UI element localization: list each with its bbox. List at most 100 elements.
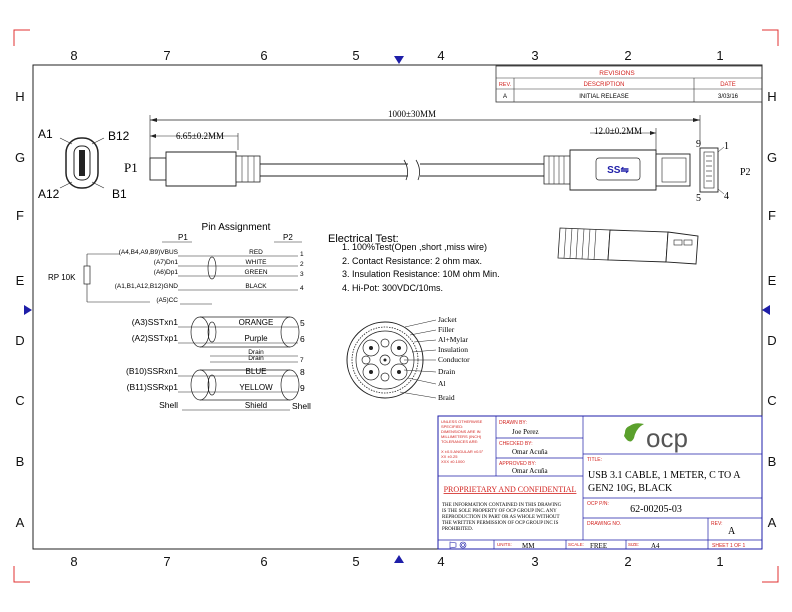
drawing-frame xyxy=(32,64,763,550)
p1-label: P1 xyxy=(124,160,138,175)
rp-label: RP 10K xyxy=(48,273,76,282)
row-marker-left: F xyxy=(16,208,24,223)
cross-section-label: Insulation xyxy=(438,345,468,354)
typec-pin-b12: B12 xyxy=(108,129,130,143)
rev-date: 3/03/16 xyxy=(718,94,739,100)
test-item-4: 4. Hi-Pot: 300VDC/10ms. xyxy=(342,283,443,293)
column-marker-bottom: 7 xyxy=(163,554,170,569)
tolerance-text: UNLESS OTHERWISE xyxy=(441,419,483,424)
proprietary-line: IS THE SOLE PROPERTY OF OCP GROUP INC. A… xyxy=(442,509,557,514)
pin-p2-number: 8 xyxy=(300,367,305,377)
row-marker-left: B xyxy=(16,454,25,469)
cross-section-label: Al xyxy=(438,379,446,388)
checked-by: Omar Acuña xyxy=(512,448,548,456)
pin-p2-number: 6 xyxy=(300,334,305,344)
title-line-2: GEN2 10G, BLACK xyxy=(588,483,673,494)
ocp-logo-text: ocp xyxy=(646,423,688,453)
proprietary-title: PROPRIETARY AND CONFIDENTIAL xyxy=(444,485,577,494)
units-label: UNITS: xyxy=(497,542,512,547)
projection-symbol xyxy=(449,541,467,549)
typec-end-view: A1 B12 A12 B1 xyxy=(38,127,130,201)
column-marker-bottom: 2 xyxy=(624,554,631,569)
pin-wire-color: BLUE xyxy=(246,367,267,376)
row-marker-right: H xyxy=(767,89,776,104)
center-arrows xyxy=(24,56,770,563)
column-marker-top: 4 xyxy=(437,48,444,63)
proprietary-line: THE INFORMATION CONTAINED IN THIS DRAWIN… xyxy=(442,503,562,508)
row-marker-right: C xyxy=(767,393,776,408)
checked-by-label: CHECKED BY: xyxy=(499,441,533,447)
title-line-1: USB 3.1 CABLE, 1 METER, C TO A xyxy=(588,470,741,481)
size-label: SIZE: xyxy=(628,542,639,547)
pin-p2-number: 5 xyxy=(300,318,305,328)
pin-wire-color: BLACK xyxy=(245,283,267,290)
ocp-pn-label: OCP P/N: xyxy=(587,501,609,507)
drawn-by: Joe Perez xyxy=(512,428,539,436)
tolerance-text: DIMENSIONS ARE IN xyxy=(441,429,481,434)
pin-p1-name: (A7)Dn1 xyxy=(154,259,179,266)
pin-p1-name: Shell xyxy=(159,400,178,410)
row-marker-right: G xyxy=(767,150,777,165)
rev-label: REV: xyxy=(711,521,722,527)
column-marker-top: 2 xyxy=(624,48,631,63)
tolerance-value: XXX ±0.1000 xyxy=(441,459,465,464)
usba-angled-view xyxy=(557,227,699,265)
tolerance-text: TOLERANCES ARE: xyxy=(441,439,478,444)
rev-header: REV. xyxy=(499,82,512,88)
column-marker-bottom: 8 xyxy=(70,554,77,569)
drawn-by-label: DRAWN BY: xyxy=(499,420,527,426)
cross-section-label: Jacket xyxy=(438,315,458,324)
pin-col-p1: P1 xyxy=(178,233,188,242)
column-marker-bottom: 1 xyxy=(716,554,723,569)
tolerance-text: MILLIMETERS (INCH) xyxy=(441,434,482,439)
column-marker-top: 8 xyxy=(70,48,77,63)
row-marker-right: A xyxy=(768,515,777,530)
pin-wire-color: YELLOW xyxy=(239,383,273,392)
pin-p2-number: 1 xyxy=(300,251,304,258)
column-marker-bottom: 4 xyxy=(437,554,444,569)
pin-p2-number: Shell xyxy=(292,401,311,411)
pin-p1-name: (A1,B1,A12,B12)GND xyxy=(115,283,179,290)
proprietary-line: REPRODUCTION IN PART OR AS WHOLE WITHOUT xyxy=(442,515,560,520)
cable-drawing: 1000±30MM 6.65±0.2MM 12.0±0.2MM P1 xyxy=(124,109,751,265)
proprietary-line: THE WRITTEN PERMISSION OF OCP GROUP INC … xyxy=(442,521,559,526)
cross-section-label: Braid xyxy=(438,393,455,402)
total-length-dim: 1000±30MM xyxy=(388,109,436,119)
pin-assignment-title: Pin Assignment xyxy=(202,222,271,233)
row-marker-left: A xyxy=(16,515,25,530)
revisions-table: REVISIONS REV. DESCRIPTION DATE A INITIA… xyxy=(495,65,763,103)
test-item-3: 3. Insulation Resistance: 10M ohm Min. xyxy=(342,269,500,279)
ocp-logo: ocp xyxy=(624,423,688,453)
row-marker-left: D xyxy=(15,333,24,348)
pin-p2-number: 2 xyxy=(300,261,304,268)
row-marker-right: B xyxy=(768,454,777,469)
column-marker-top: 6 xyxy=(260,48,267,63)
column-marker-bottom: 3 xyxy=(531,554,538,569)
electrical-test-title: Electrical Test: xyxy=(328,233,399,245)
column-marker-top: 1 xyxy=(716,48,723,63)
proprietary-line: PROHIBITED. xyxy=(442,527,473,532)
pin-p1-name: (A5)CC xyxy=(156,297,178,304)
cross-section-label: Drain xyxy=(438,367,455,376)
row-marker-right: E xyxy=(768,273,777,288)
scale: FREE xyxy=(590,542,607,550)
pin-p1-name: (A6)Dp1 xyxy=(154,269,179,276)
test-item-1: 1. 100%Test(Open ,short ,miss wire) xyxy=(342,242,487,252)
usba-pin-5: 5 xyxy=(696,193,701,204)
date-header: DATE xyxy=(720,82,736,88)
crop-marks xyxy=(13,29,779,583)
units: MM xyxy=(522,542,535,550)
electrical-test: Electrical Test: 1. 100%Test(Open ,short… xyxy=(328,233,500,293)
typec-pin-a1: A1 xyxy=(38,127,53,141)
tolerance-value: X ±0.5 ANGULAR ±0.5° xyxy=(441,449,484,454)
p2-dim: 12.0±0.2MM xyxy=(594,126,642,136)
column-marker-bottom: 6 xyxy=(260,554,267,569)
column-marker-top: 7 xyxy=(163,48,170,63)
row-marker-left: E xyxy=(16,273,25,288)
pin-wire-color: Shield xyxy=(245,401,267,410)
approved-by: Omar Acuña xyxy=(512,467,548,475)
